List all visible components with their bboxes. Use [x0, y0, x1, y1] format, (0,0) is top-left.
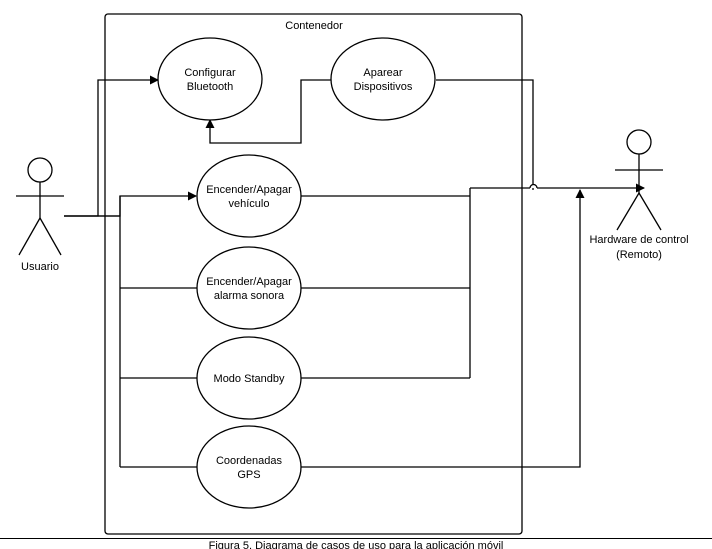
actor-usuario[interactable]: Usuario: [16, 157, 64, 273]
figure-caption-text: Figura 5. Diagrama de casos de uso para …: [208, 540, 504, 549]
use-case-configurar-bluetooth[interactable]: Configurar Bluetooth: [157, 37, 263, 121]
use-case-aparear-dispositivos-line1: Aparear: [363, 67, 402, 79]
connector-gps-hardware: [300, 189, 585, 468]
actor-hardware-label-line1: Hardware de control: [589, 234, 688, 246]
connector-pair-hardware: [436, 79, 534, 184]
actor-hardware-de-control[interactable]: Hardware de control (Remoto): [589, 129, 689, 261]
use-case-configurar-bluetooth-line2: Bluetooth: [187, 81, 233, 93]
use-case-aparear-dispositivos-line2: Dispositivos: [354, 81, 413, 93]
connectors: [64, 75, 645, 468]
use-case-coordenadas-gps[interactable]: Coordenadas GPS: [196, 425, 302, 509]
use-case-modo-standby-line1: Modo Standby: [214, 373, 285, 385]
use-case-encender-apagar-vehiculo-line2: vehículo: [229, 198, 270, 210]
stick-figure-icon: [615, 129, 663, 231]
use-case-coordenadas-gps-line1: Coordenadas: [216, 455, 283, 467]
figure-caption: Figura 5. Diagrama de casos de uso para …: [0, 538, 712, 549]
use-case-modo-standby[interactable]: Modo Standby: [196, 336, 302, 420]
use-case-aparear-dispositivos[interactable]: Aparear Dispositivos: [330, 37, 436, 121]
connector-user-vehicle: [64, 191, 197, 217]
actor-usuario-label: Usuario: [21, 261, 59, 273]
system-title: Contenedor: [285, 20, 343, 32]
use-case-encender-apagar-alarma-line2: alarma sonora: [214, 290, 285, 302]
stick-figure-icon: [16, 157, 64, 256]
line-hop: [529, 183, 538, 189]
actor-hardware-label-line2: (Remoto): [616, 249, 662, 261]
use-case-encender-apagar-vehiculo[interactable]: Encender/Apagar vehículo: [196, 154, 302, 238]
use-case-encender-apagar-vehiculo-line1: Encender/Apagar: [206, 184, 292, 196]
use-case-encender-apagar-alarma[interactable]: Encender/Apagar alarma sonora: [196, 246, 302, 330]
use-case-encender-apagar-alarma-line1: Encender/Apagar: [206, 276, 292, 288]
connector-pair-config-bt: [205, 79, 331, 144]
system-boundary: [104, 13, 523, 535]
use-case-configurar-bluetooth-line1: Configurar: [184, 67, 236, 79]
use-case-coordenadas-gps-line2: GPS: [237, 469, 260, 481]
